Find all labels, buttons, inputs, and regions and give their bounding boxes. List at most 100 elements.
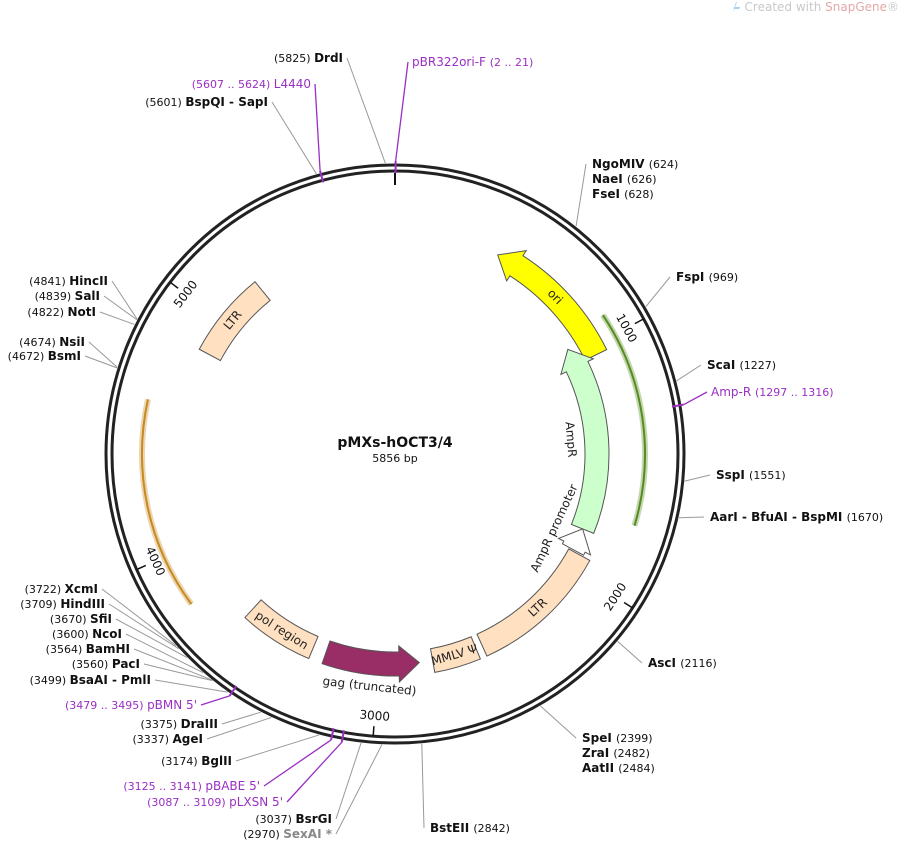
site-pos: (3037) xyxy=(255,813,295,826)
site-pos: (3499) xyxy=(30,674,70,687)
leader-ncoi-18 xyxy=(125,633,204,674)
site-nsii-23: (4674) NsiI xyxy=(19,335,85,349)
site-agei-13: (3337) AgeI xyxy=(132,732,203,746)
primer-range: (5607 .. 5624) xyxy=(192,78,274,91)
site-pos: (2116) xyxy=(680,657,717,670)
site-leader-lines xyxy=(84,57,711,835)
tick-label-2000: 2000 xyxy=(601,580,629,613)
site-name: HincII xyxy=(69,274,108,288)
site-name: DraIII xyxy=(181,717,218,731)
leader-hindiii-20 xyxy=(108,603,179,650)
primer-amp-r: Amp-R (1297 .. 1316) xyxy=(711,385,834,399)
site-name: PacI xyxy=(112,657,140,671)
leader-paci-16 xyxy=(143,663,213,682)
site-name: ZraI xyxy=(582,746,613,760)
site-sfii-19: (3670) SfiI xyxy=(50,612,112,626)
primer-mark-l4440 xyxy=(319,170,325,183)
primer-name: Amp-R xyxy=(711,385,755,399)
primer-leader-plxsn-5 xyxy=(286,741,343,803)
site-name: BglII xyxy=(201,754,232,768)
primer-name: L4440 xyxy=(274,77,311,91)
leader-asci-7 xyxy=(617,640,643,664)
watermark-suffix: ® xyxy=(887,0,899,14)
leader-bsmi-22 xyxy=(84,355,118,369)
site-name: SexAI * xyxy=(283,827,332,841)
site-pos: (628) xyxy=(624,188,654,201)
tick-label-3000: 3000 xyxy=(359,708,391,724)
site-pos: (1551) xyxy=(749,469,786,482)
leader-fspi-3 xyxy=(645,276,671,307)
primer-leader-amp-r xyxy=(683,391,708,406)
site-pos: (2970) xyxy=(243,828,283,841)
leader-noti-24 xyxy=(99,311,135,325)
site-name: BspQI - SapI xyxy=(185,95,268,109)
primer-range: (3087 .. 3109) xyxy=(147,796,229,809)
primer-pbmn-5: (3479 .. 3495) pBMN 5' xyxy=(65,698,197,712)
leader-scai-4 xyxy=(676,364,702,382)
feature-ltr-4 xyxy=(198,281,271,362)
site-paci-16: (3560) PacI xyxy=(72,657,140,671)
site-pos: (969) xyxy=(709,271,739,284)
site-drdi-0: (5825) DrdI xyxy=(274,51,343,65)
feature-ltr-3 xyxy=(476,548,591,657)
primer-pbr322ori-f: pBR322ori-F (2 .. 21) xyxy=(412,55,533,69)
site-name: DrdI xyxy=(314,51,343,65)
site-asci-7: AscI (2116) xyxy=(648,656,717,670)
site-noti-24: (4822) NotI xyxy=(27,305,96,319)
site-name: XcmI xyxy=(65,582,98,596)
site-bglii-12: (3174) BglII xyxy=(161,754,232,768)
site-sali-25: (4839) SalI xyxy=(35,289,100,303)
site-name: SfiI xyxy=(90,612,112,626)
site-scai-4: ScaI (1227) xyxy=(707,358,776,372)
leader-sspi-5 xyxy=(684,474,711,482)
site-name: BsmI xyxy=(48,349,81,363)
leader-spei-8 xyxy=(540,705,577,739)
site-draiii-14: (3375) DraIII xyxy=(141,717,218,731)
site-name: SpeI xyxy=(582,731,616,745)
site-name: BsaAI - PmlI xyxy=(70,673,151,687)
leader-nsii-23 xyxy=(88,341,118,368)
green-strand-arc-glow xyxy=(600,313,648,527)
site-pos: (4841) xyxy=(29,275,69,288)
site-sexai-10: (2970) SexAI * xyxy=(243,827,333,841)
orange-strand-arc-glow xyxy=(139,398,194,606)
site-pos: (4839) xyxy=(35,290,75,303)
primer-name: pBR322ori-F xyxy=(412,55,490,69)
site-ngomiv-2: NgoMIV (624) xyxy=(592,157,678,171)
primer-pbabe-5: (3125 .. 3141) pBABE 5' xyxy=(123,779,260,793)
feature-ampr-promoter-2 xyxy=(557,528,592,556)
leader-sexai-10 xyxy=(335,744,383,835)
leader-bsrgi-11 xyxy=(335,742,362,820)
site-pos: (2484) xyxy=(618,762,655,775)
leader-bspqi-sapi-1 xyxy=(271,101,317,175)
leader-bsaai-pmli-15 xyxy=(154,679,228,693)
site-name: NaeI xyxy=(592,172,627,186)
site-pos: (2842) xyxy=(473,822,510,835)
primer-range: (3125 .. 3141) xyxy=(123,780,205,793)
tick-mark-4000 xyxy=(136,564,147,571)
site-aari-bfuai-bspmi-6: AarI - BfuAI - BspMI (1670) xyxy=(710,510,883,524)
tick-mark-2000 xyxy=(623,601,633,609)
primer-mark-amp-r xyxy=(671,403,684,408)
leader-bamhi-17 xyxy=(133,648,212,681)
site-fsei-2: FseI (628) xyxy=(592,187,654,201)
site-name: NotI xyxy=(68,305,97,319)
primer-leader-pbr322ori-f xyxy=(394,61,409,162)
site-pos: (3337) xyxy=(132,733,172,746)
feature-pol-region-7 xyxy=(244,599,319,660)
site-hincii-26: (4841) HincII xyxy=(29,274,108,288)
site-name: AatII xyxy=(582,761,618,775)
snapgene-watermark: Created with SnapGene® xyxy=(732,0,899,14)
site-pos: (2482) xyxy=(613,747,650,760)
tick-mark-3000 xyxy=(372,726,375,737)
watermark-brand: SnapGene xyxy=(825,0,887,14)
primer-mark-pbmn-5 xyxy=(228,685,238,697)
leader-bsteii-9 xyxy=(421,743,425,829)
site-name: BsrGI xyxy=(295,812,332,826)
primer-mark-plxsn-5 xyxy=(340,730,346,743)
primer-name: pBABE 5' xyxy=(205,779,260,793)
site-name: BamHI xyxy=(86,642,130,656)
snapgene-logo-icon xyxy=(732,2,740,11)
